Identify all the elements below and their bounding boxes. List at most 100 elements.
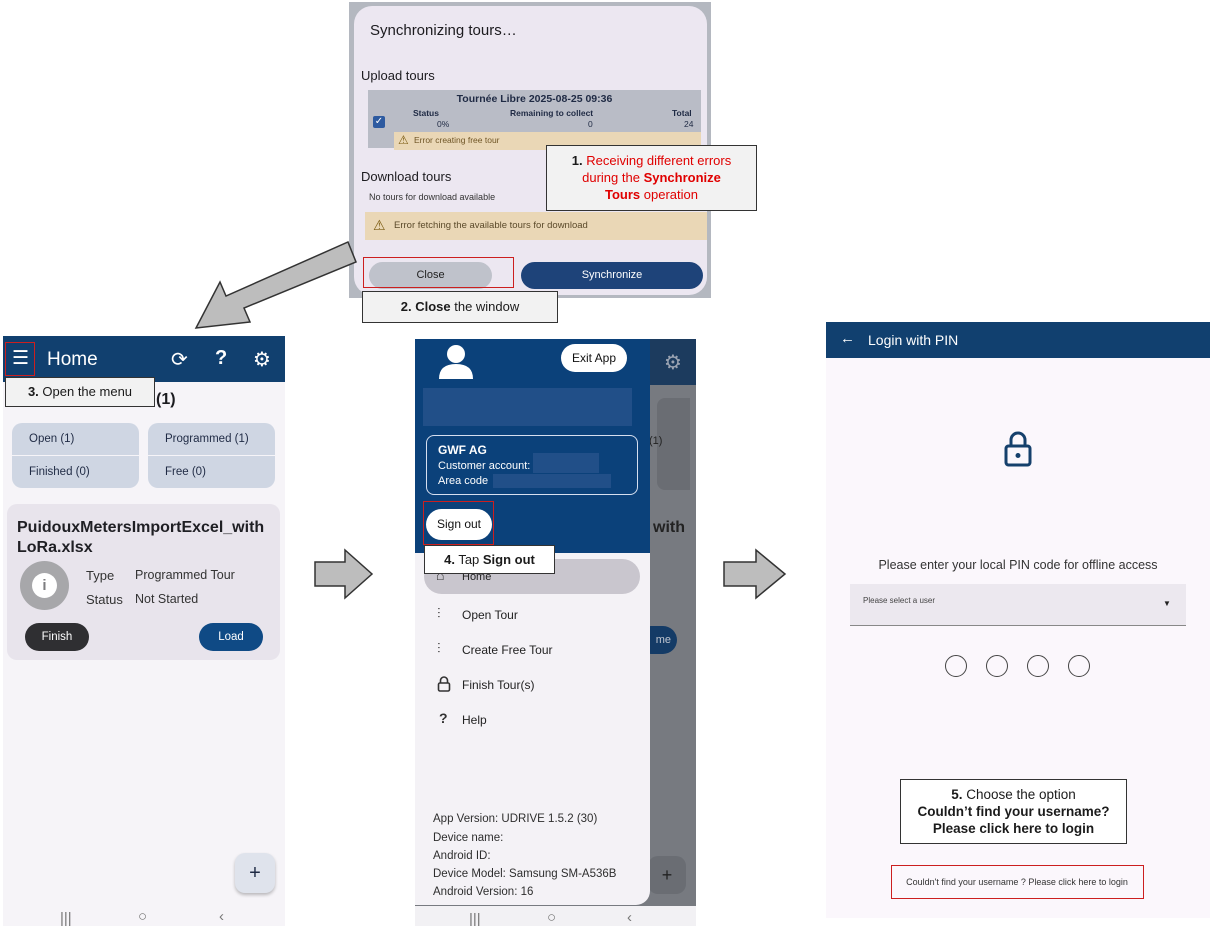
account-info-box: GWF AG Customer account: Area code	[426, 435, 638, 495]
system-nav-bar: ||| ○ ‹	[415, 906, 696, 926]
type-label: Type	[86, 568, 115, 583]
home-icon: ⌂	[436, 567, 445, 583]
home-nav-icon[interactable]: ○	[138, 908, 148, 925]
step-number: 1.	[571, 153, 583, 168]
callout-bold-text: Synchronize	[643, 170, 721, 185]
diagonal-arrow	[194, 240, 357, 329]
home-screenshot: ☰ Home ⟳ ? ⚙ (1) Open (1) Programmed (1)…	[3, 336, 285, 926]
chip-free[interactable]: Free (0)	[148, 456, 275, 488]
callout-text: during the	[582, 170, 644, 185]
tour-name: Tournée Libre 2025-08-25 09:36	[456, 93, 613, 105]
android-id: Android ID:	[433, 850, 491, 862]
total-value: 24	[684, 119, 694, 129]
warning-icon: ⚠	[398, 133, 409, 147]
home-title: Home	[47, 349, 98, 370]
sign-out-highlight	[423, 501, 494, 545]
info-badge: i	[20, 561, 69, 610]
menu-highlight	[5, 342, 35, 376]
total-header: Total	[672, 108, 692, 118]
status-value: Not Started	[135, 592, 199, 606]
lock-icon	[1004, 431, 1032, 467]
callout-bold-text: Tours	[605, 187, 641, 202]
close-highlight	[363, 257, 514, 288]
status-label: Status	[86, 592, 123, 607]
redacted-area-code	[493, 474, 611, 488]
user-select-label: Please select a user	[863, 596, 936, 605]
tour-count: (1)	[156, 391, 176, 408]
callout-text: Open the menu	[38, 384, 133, 399]
add-button[interactable]: +	[235, 853, 275, 893]
home-top-bar: ☰ Home ⟳ ? ⚙	[3, 336, 285, 382]
menu-item-finish-tours[interactable]: Finish Tour(s)	[415, 671, 650, 699]
chip-open[interactable]: Open (1)	[12, 423, 139, 455]
chip-finished[interactable]: Finished (0)	[12, 456, 139, 488]
recents-icon[interactable]: |||	[469, 911, 481, 926]
back-nav-icon[interactable]: ‹	[219, 908, 224, 925]
tour-checkbox[interactable]: ✓	[373, 116, 385, 128]
step-number: 5.	[951, 787, 963, 802]
menu-item-open-tour[interactable]: ⫶ Open Tour	[415, 601, 650, 629]
redacted-account	[533, 453, 599, 473]
login-link-highlight	[891, 865, 1144, 899]
login-top-bar: ← Login with PIN	[826, 322, 1210, 358]
menu-screenshot: ⚙ (1) with me + Exit App GWF AG Customer…	[415, 339, 696, 926]
sliders-add-icon: ⫶	[437, 640, 441, 656]
sign-out-button[interactable]: Sign out	[426, 509, 492, 540]
error-free-tour-text: Error creating free tour	[414, 135, 500, 145]
menu-item-label: Open Tour	[462, 608, 518, 622]
pin-digit-1	[945, 655, 967, 677]
callout-bold-text: Sign out	[482, 552, 535, 567]
sliders-icon: ⫶	[437, 605, 441, 621]
android-version: Android Version: 16	[433, 886, 534, 898]
background-chip	[657, 398, 690, 490]
lock-icon	[437, 676, 451, 692]
warning-icon: ⚠	[373, 217, 386, 233]
user-select[interactable]: Please select a user ▼	[850, 584, 1186, 626]
exit-app-button[interactable]: Exit App	[561, 344, 627, 372]
back-nav-icon[interactable]: ‹	[627, 909, 632, 926]
close-button[interactable]: Close	[369, 262, 492, 289]
finish-button[interactable]: Finish	[25, 623, 89, 651]
callout-text: the window	[450, 299, 520, 314]
area-code-label: Area code	[438, 475, 489, 487]
tour-title-line: LoRa.xlsx	[17, 539, 93, 556]
tour-title-line: PuidouxMetersImportExcel_with	[17, 519, 265, 536]
right-arrow	[723, 548, 787, 600]
chip-programmed[interactable]: Programmed (1)	[148, 423, 275, 455]
navigation-drawer: Exit App GWF AG Customer account: Area c…	[415, 339, 650, 905]
background-title: with	[653, 519, 685, 536]
background-count: (1)	[649, 435, 663, 447]
synchronize-button[interactable]: Synchronize	[521, 262, 703, 289]
type-value: Programmed Tour	[135, 568, 235, 582]
hamburger-menu-icon[interactable]: ☰	[12, 348, 30, 369]
recents-icon[interactable]: |||	[60, 910, 72, 926]
menu-item-help[interactable]: ? Help	[415, 706, 650, 734]
download-tours-title: Download tours	[361, 169, 452, 184]
menu-item-label: Help	[462, 713, 487, 727]
gear-icon[interactable]: ⚙	[253, 349, 271, 371]
callout-bold-text: Please click here to login	[932, 821, 1095, 836]
dialog-title: Synchronizing tours…	[370, 22, 517, 39]
step-number: 2.	[400, 299, 412, 314]
home-nav-icon[interactable]: ○	[547, 909, 557, 926]
upload-tours-title: Upload tours	[361, 68, 435, 83]
right-arrow	[314, 548, 374, 600]
app-version: App Version: UDRIVE 1.5.2 (30)	[433, 813, 598, 825]
company-name: GWF AG	[438, 443, 487, 457]
help-icon[interactable]: ?	[215, 347, 228, 369]
info-icon: i	[32, 573, 57, 598]
callout-bold-text: Couldn’t find your username?	[917, 804, 1110, 819]
load-button[interactable]: Load	[199, 623, 263, 651]
login-fallback-link[interactable]: Couldn't find your username ? Please cli…	[906, 877, 1128, 887]
callout-step-1: 1. Receiving different errors during the…	[546, 145, 757, 211]
menu-item-label: Home	[462, 571, 492, 583]
callout-step-3: 3. Open the menu	[5, 377, 155, 407]
menu-item-create-free-tour[interactable]: ⫶ Create Free Tour	[415, 636, 650, 664]
back-arrow-icon[interactable]: ←	[840, 330, 855, 347]
callout-step-2: 2. Close the window	[362, 291, 558, 323]
callout-text: Choose the option	[962, 787, 1076, 802]
no-tours-text: No tours for download available	[369, 192, 496, 202]
upload-tour-row: Tournée Libre 2025-08-25 09:36 ✓ Status …	[368, 90, 701, 150]
sync-icon[interactable]: ⟳	[171, 349, 188, 371]
step-number: 4.	[444, 552, 455, 567]
